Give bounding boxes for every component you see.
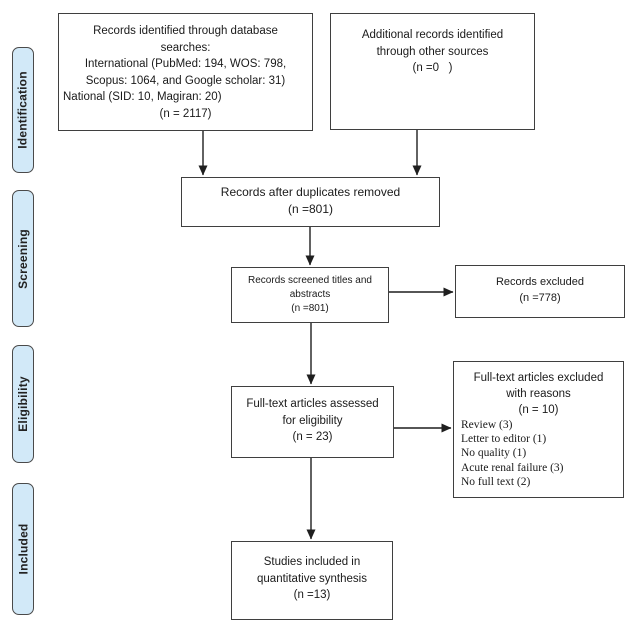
stage-screening-label: Screening (16, 228, 31, 289)
exclusion-reason: Review (3) (461, 419, 513, 431)
text-line: Full-text articles excluded (473, 372, 604, 384)
text-line: (n =801) (291, 303, 329, 314)
text-line: Studies included in (263, 556, 361, 568)
stage-eligibility: Eligibility (12, 345, 34, 463)
stage-included-label: Included (16, 523, 30, 575)
box-included-synthesis: Studies included in quantitative synthes… (231, 541, 393, 620)
box-fulltext-excluded: Full-text articles excluded with reasons… (453, 361, 624, 498)
text-line: Records screened titles and (248, 275, 372, 286)
exclusion-reason: Letter to editor (1) (461, 433, 547, 446)
text-line: (n = 10) (518, 404, 559, 416)
text-line: (n =801) (287, 202, 334, 216)
box-fulltext-assessed: Full-text articles assessed for eligibil… (231, 386, 394, 458)
text-line: Full-text articles assessed (246, 398, 379, 410)
text-line: Scopus: 1064, and Google scholar: 31) (85, 74, 286, 87)
text-line: (n =778) (519, 292, 561, 304)
stage-identification-label: Identification (16, 71, 30, 149)
box-database-search: Records identified through database sear… (58, 13, 313, 131)
box-titles-abstracts-screened: Records screened titles and abstracts (n… (231, 267, 389, 323)
stage-identification: Identification (12, 47, 34, 173)
text-line: searches: (160, 41, 211, 54)
box-records-excluded: Records excluded (n =778) (455, 265, 625, 318)
text-line: National (SID: 10, Magiran: 20) (63, 91, 222, 103)
text-line: Records excluded (495, 276, 585, 288)
text-line: abstracts (289, 289, 331, 300)
box-other-sources: Additional records identified through ot… (330, 13, 535, 130)
text-line: (n =0 ) (412, 62, 453, 74)
text-line: (n = 23) (292, 431, 333, 443)
text-line: with reasons (506, 388, 571, 400)
stage-included: Included (12, 483, 34, 615)
text-line: quantitative synthesis (257, 572, 367, 585)
stage-screening: Screening (12, 190, 34, 327)
text-line: for eligibility (282, 414, 343, 427)
text-line: (n = 2117) (159, 107, 212, 120)
exclusion-reason: No quality (1) (461, 447, 527, 460)
exclusion-reason: No full text (2) (461, 475, 531, 488)
box-duplicates-removed: Records after duplicates removed (n =801… (181, 177, 440, 227)
text-line: Records identified through database (93, 25, 278, 37)
text-line: (n =13) (293, 589, 331, 601)
text-line: International (PubMed: 194, WOS: 798, (84, 58, 287, 70)
stage-eligibility-label: Eligibility (16, 376, 31, 432)
text-line: Additional records identified (361, 29, 504, 41)
exclusion-reason: Acute renal failure (3) (461, 461, 564, 474)
text-line: through other sources (376, 45, 489, 58)
text-line: Records after duplicates removed (220, 185, 401, 199)
